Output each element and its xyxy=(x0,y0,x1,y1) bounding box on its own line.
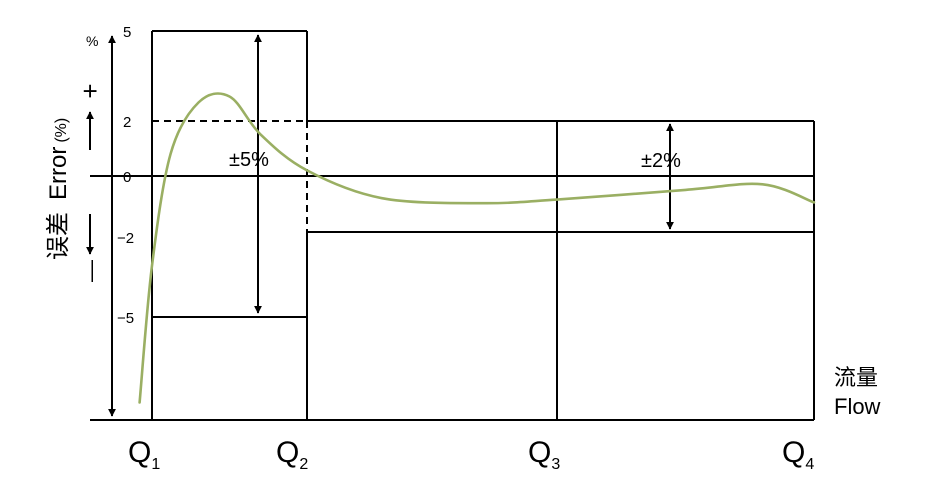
xtick-sub: 3 xyxy=(551,456,560,473)
ytick-label: 0 xyxy=(123,169,131,186)
band-5-label: ±5% xyxy=(229,149,269,171)
xtick-sub: 1 xyxy=(151,456,160,473)
xtick-main: Q xyxy=(528,436,551,469)
negative-direction-indicator: — xyxy=(78,214,103,282)
ytick-label: −5 xyxy=(117,310,134,327)
minus-sign: — xyxy=(78,260,103,282)
ytick-label: 5 xyxy=(123,24,131,41)
xtick-q3: Q3 xyxy=(528,436,560,473)
y-unit-label: % xyxy=(86,33,98,49)
error-curve xyxy=(138,92,816,404)
ytick-label: 2 xyxy=(123,114,131,131)
plus-sign: + xyxy=(75,83,105,98)
xtick-main: Q xyxy=(128,436,151,469)
y-axis-label: 误差 Error (%) xyxy=(45,118,72,260)
y-axis-label-en: Error xyxy=(45,147,72,200)
xtick-main: Q xyxy=(782,436,805,469)
x-axis-label-cn: 流量 xyxy=(834,365,878,390)
y-axis-label-cn: 误差 xyxy=(45,212,72,260)
band-2-label: ±2% xyxy=(641,150,681,172)
xtick-q1: Q1 xyxy=(128,436,160,473)
xtick-q2: Q2 xyxy=(276,436,308,473)
xtick-sub: 4 xyxy=(805,456,814,473)
xtick-main: Q xyxy=(276,436,299,469)
x-axis-label-en: Flow xyxy=(834,394,881,419)
ytick-label: −2 xyxy=(117,230,134,247)
y-axis-label-unit: (%) xyxy=(53,118,70,143)
xtick-q4: Q4 xyxy=(782,436,814,473)
positive-direction-indicator: + xyxy=(75,83,105,150)
xtick-sub: 2 xyxy=(299,456,308,473)
